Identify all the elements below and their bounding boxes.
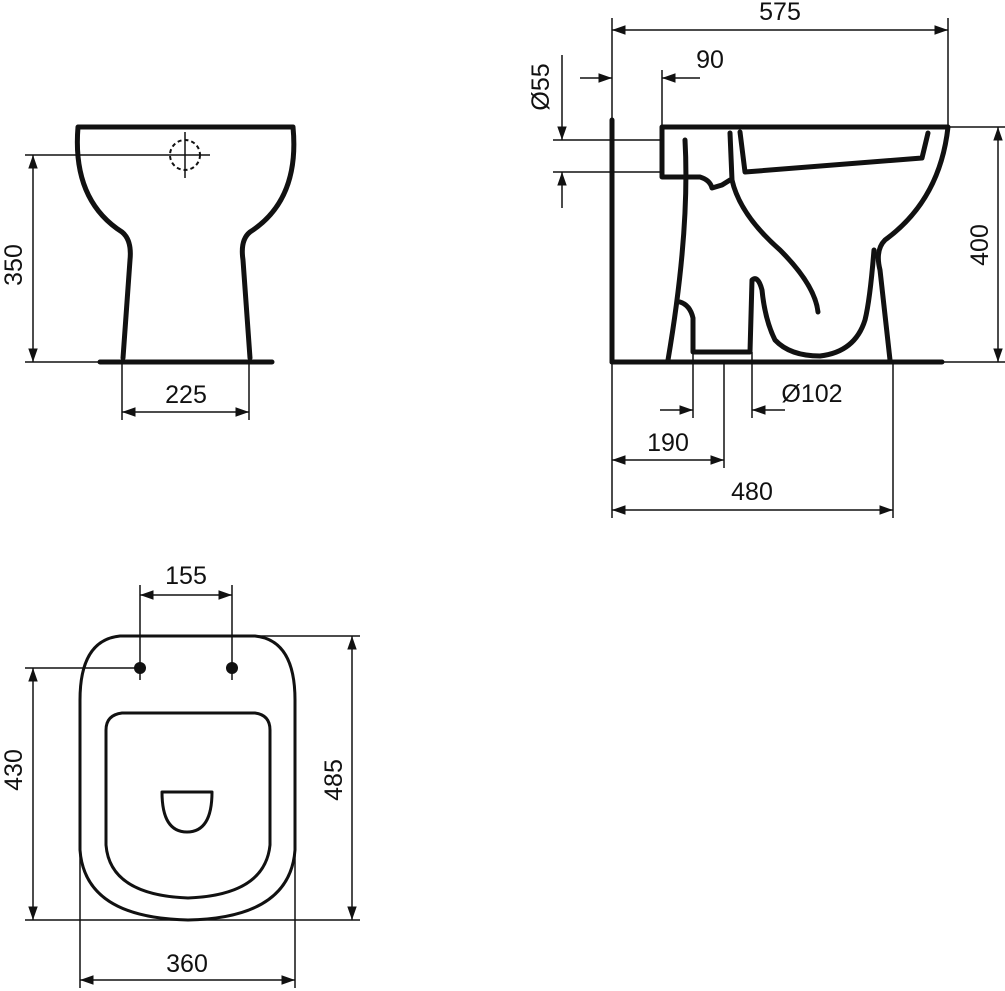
dim-label-360: 360 (166, 950, 208, 978)
dim-label-480: 480 (731, 478, 773, 506)
dim-label-155: 155 (165, 562, 207, 590)
top-view: 155 430 485 360 (0, 562, 360, 988)
dim-label-575: 575 (759, 0, 801, 26)
seat-inner-outline (104, 711, 272, 900)
side-view: 575 90 Ø55 400 Ø102 190 480 (527, 0, 1005, 518)
dim-label-225: 225 (165, 381, 207, 409)
dim-label-102: Ø102 (781, 380, 842, 408)
dim-label-190: 190 (647, 429, 689, 457)
front-view: 350 225 (0, 124, 297, 420)
dim-label-400: 400 (966, 224, 994, 266)
dim-label-90: 90 (696, 46, 724, 74)
seat-outer-outline (78, 634, 297, 922)
bowl-opening (160, 790, 214, 834)
dim-label-430: 430 (0, 749, 28, 791)
side-bowl-outline (659, 124, 951, 363)
front-bowl-outline (74, 124, 297, 361)
dim-label-350: 350 (0, 244, 28, 286)
dim-label-485: 485 (320, 759, 348, 801)
dim-label-55: Ø55 (527, 63, 555, 110)
